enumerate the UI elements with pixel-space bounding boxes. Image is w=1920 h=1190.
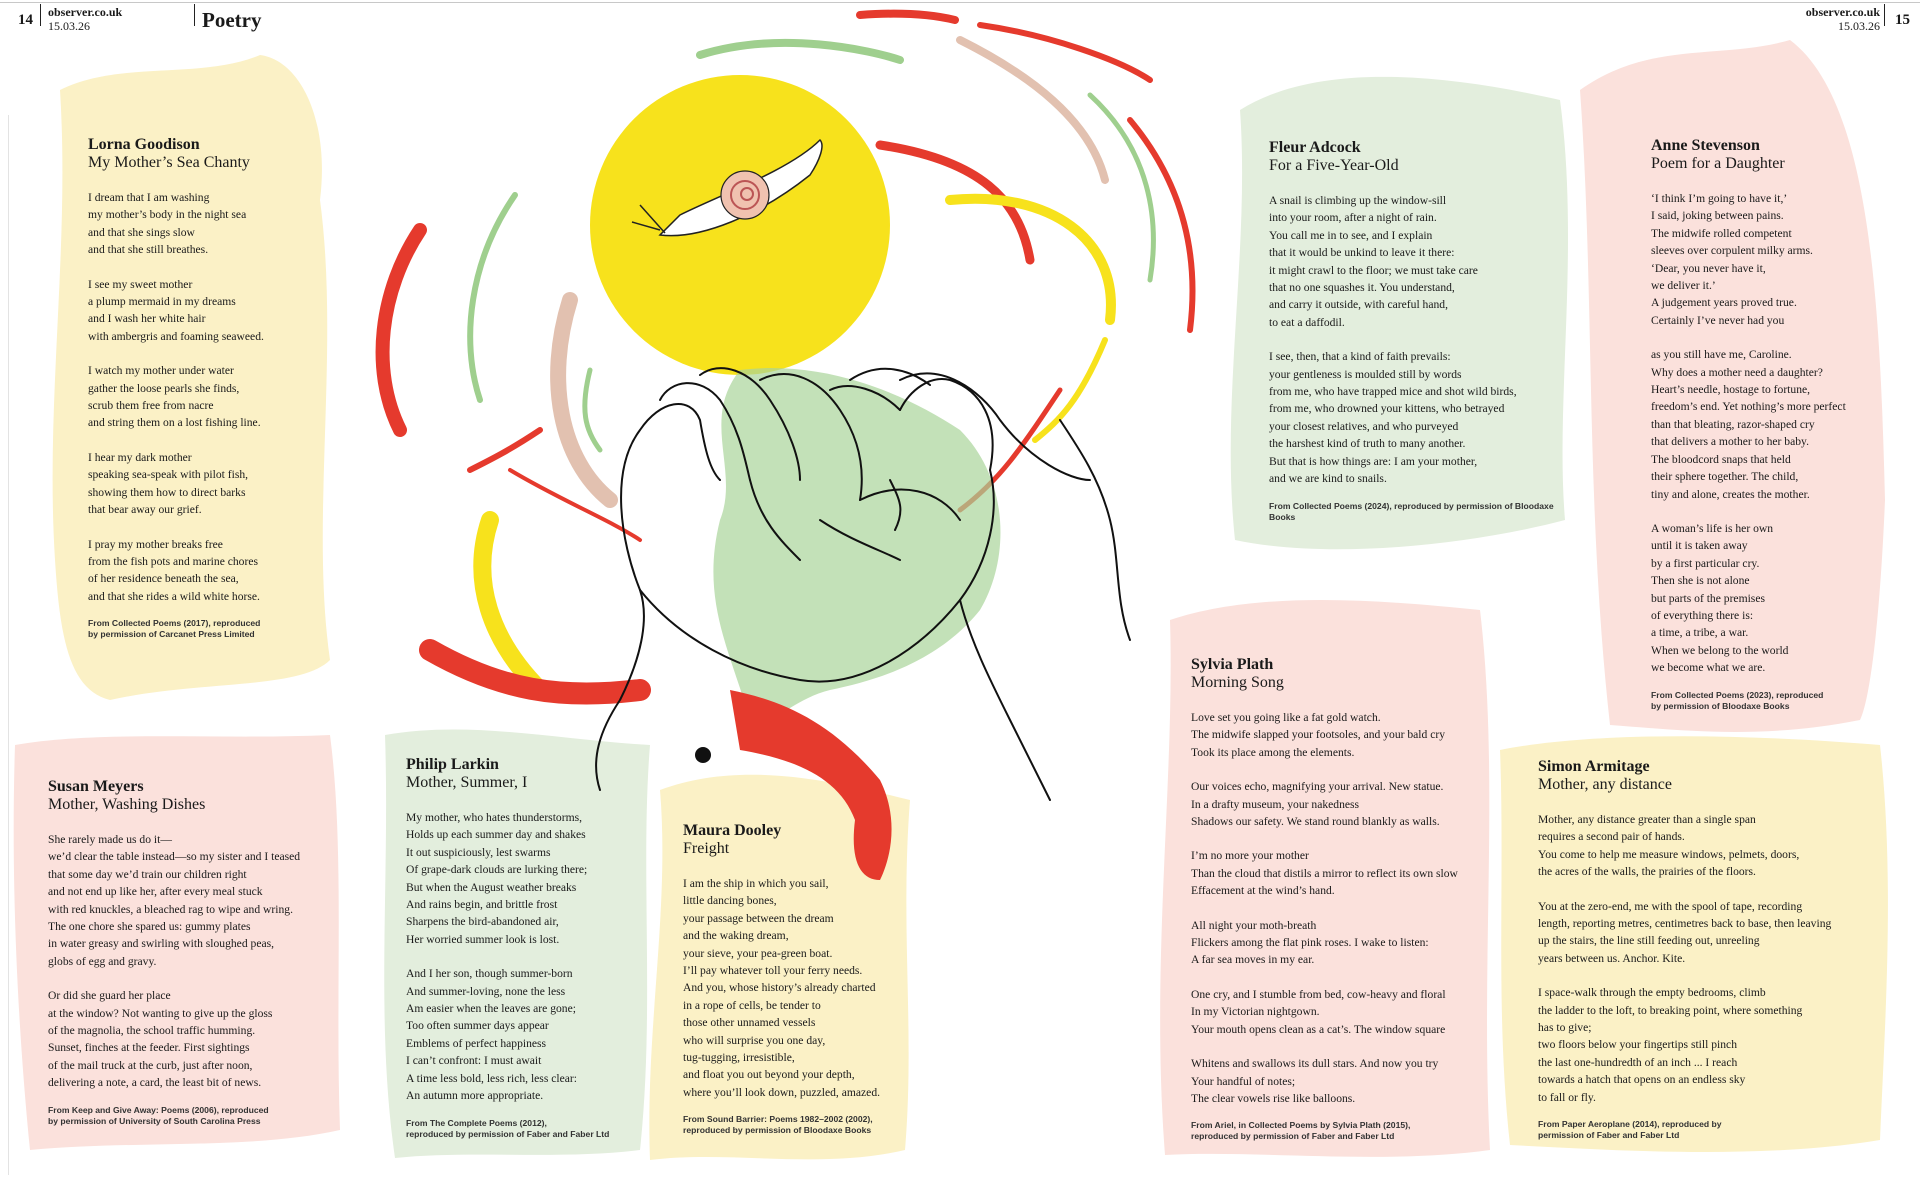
wash-meyers: [13, 735, 340, 1150]
wash-adcock: [1230, 76, 1569, 550]
poem-credit: From The Complete Poems (2012), reproduc…: [406, 1117, 610, 1139]
right-date: 15.03.26: [1838, 19, 1880, 33]
wash-stevenson: [1580, 40, 1885, 732]
wash-plath: [1160, 600, 1490, 1157]
left-page-edge: [8, 115, 9, 1175]
poem-stanza: I space-walk through the empty bedrooms,…: [1538, 986, 1803, 1104]
poem-title: Mother, Washing Dishes: [48, 796, 206, 813]
poem-credit: From Sound Barrier: Poems 1982–2002 (200…: [683, 1114, 873, 1136]
poem-author: Simon Armitage: [1538, 758, 1650, 775]
poem-stanza: Our voices echo, magnifying your arrival…: [1191, 780, 1444, 829]
hands-drawing: [595, 367, 1131, 801]
red-ribbon: [730, 690, 892, 880]
poem-stanza: She rarely made us do it— we’d clear the…: [48, 833, 301, 968]
poem-stanza: Mother, any distance greater than a sing…: [1538, 813, 1800, 879]
poem-stanza: ‘I think I’m going to have it,’ I said, …: [1651, 192, 1813, 327]
right-masthead: observer.co.uk 15.03.26: [1806, 5, 1880, 33]
poem-stanza: One cry, and I stumble from bed, cow-hea…: [1191, 987, 1446, 1036]
poem-stanza: Whitens and swallows its dull stars. And…: [1191, 1057, 1439, 1105]
top-rule: [0, 2, 1920, 3]
poem-stanza: I dream that I am washing my mother’s bo…: [88, 191, 247, 257]
left-site: observer.co.uk: [48, 5, 123, 19]
wash-armitage: [1500, 736, 1888, 1152]
poem-author: Maura Dooley: [683, 822, 782, 839]
wash-goodison: [52, 55, 331, 700]
poem-stanza: I hear my dark mother speaking sea-speak…: [88, 450, 249, 517]
poem-title: Freight: [683, 840, 730, 857]
poem-credit: From Collected Poems (2023), reproduced …: [1651, 689, 1824, 711]
poem-stanza: I pray my mother breaks free from the fi…: [88, 537, 260, 603]
header-divider-right: [1884, 4, 1885, 26]
left-masthead: observer.co.uk 15.03.26: [48, 5, 122, 33]
poem-stanza: Or did she guard her place at the window…: [48, 989, 273, 1090]
wash-dooley: [649, 774, 910, 1160]
poem-author: Philip Larkin: [406, 756, 499, 773]
snail-icon: [631, 138, 823, 237]
sun-shape: [590, 75, 890, 375]
poem-stanza: I’m no more your mother Than the cloud t…: [1191, 849, 1458, 898]
poem-title: For a Five-Year-Old: [1269, 157, 1399, 174]
poem-stanza: You at the zero-end, me with the spool o…: [1538, 899, 1832, 965]
poem-stanza: And I her son, though summer-born And su…: [406, 967, 577, 1103]
ink-dot: [695, 747, 711, 763]
poem-stanza: I am the ship in which you sail, little …: [683, 877, 881, 1099]
poem-credit: From Keep and Give Away: Poems (2006), r…: [48, 1104, 269, 1126]
poem-stanza: A snail is climbing up the window-sill i…: [1269, 194, 1478, 329]
poem-stanza: I see my sweet mother a plump mermaid in…: [88, 277, 264, 343]
right-page-number: 15: [1895, 12, 1910, 28]
left-page-number: 14: [18, 12, 33, 28]
poem-credit: From Ariel, in Collected Poems by Sylvia…: [1191, 1120, 1411, 1142]
header-divider-left-1: [40, 4, 41, 26]
poem-title: Poem for a Daughter: [1651, 155, 1785, 172]
swirl-strokes: [375, 9, 1196, 705]
poem-credit: From Collected Poems (2017), reproduced …: [88, 618, 261, 640]
poem-title: Mother, any distance: [1538, 776, 1672, 793]
poem-stanza: I watch my mother under water gather the…: [88, 364, 261, 430]
section-title: Poetry: [202, 8, 262, 32]
right-site: observer.co.uk: [1805, 5, 1880, 19]
left-date: 15.03.26: [48, 19, 90, 33]
poem-author: Anne Stevenson: [1651, 137, 1760, 154]
poem-credit: From Paper Aeroplane (2014), reproduced …: [1538, 1119, 1722, 1141]
poem-stanza: My mother, who hates thunderstorms, Hold…: [406, 811, 588, 946]
poem-author: Sylvia Plath: [1191, 656, 1274, 673]
wash-larkin: [384, 729, 650, 1158]
poem-stanza: Love set you going like a fat gold watch…: [1191, 711, 1446, 759]
poem-title: Mother, Summer, I: [406, 774, 528, 791]
poem-title: My Mother’s Sea Chanty: [88, 154, 250, 171]
poem-author: Susan Meyers: [48, 778, 144, 795]
poem-author: Lorna Goodison: [88, 136, 200, 153]
poem-author: Fleur Adcock: [1269, 139, 1361, 156]
header-divider-left-2: [194, 4, 195, 26]
poem-stanza: All night your moth-breath Flickers amon…: [1191, 918, 1429, 967]
poem-stanza: as you still have me, Caroline. Why does…: [1651, 348, 1846, 501]
poem-title: Morning Song: [1191, 674, 1284, 691]
poem-stanza: I see, then, that a kind of faith prevai…: [1269, 350, 1517, 486]
poem-credit: From Collected Poems (2024), reproduced …: [1269, 500, 1554, 522]
poem-stanza: A woman’s life is her own until it is ta…: [1651, 521, 1789, 675]
